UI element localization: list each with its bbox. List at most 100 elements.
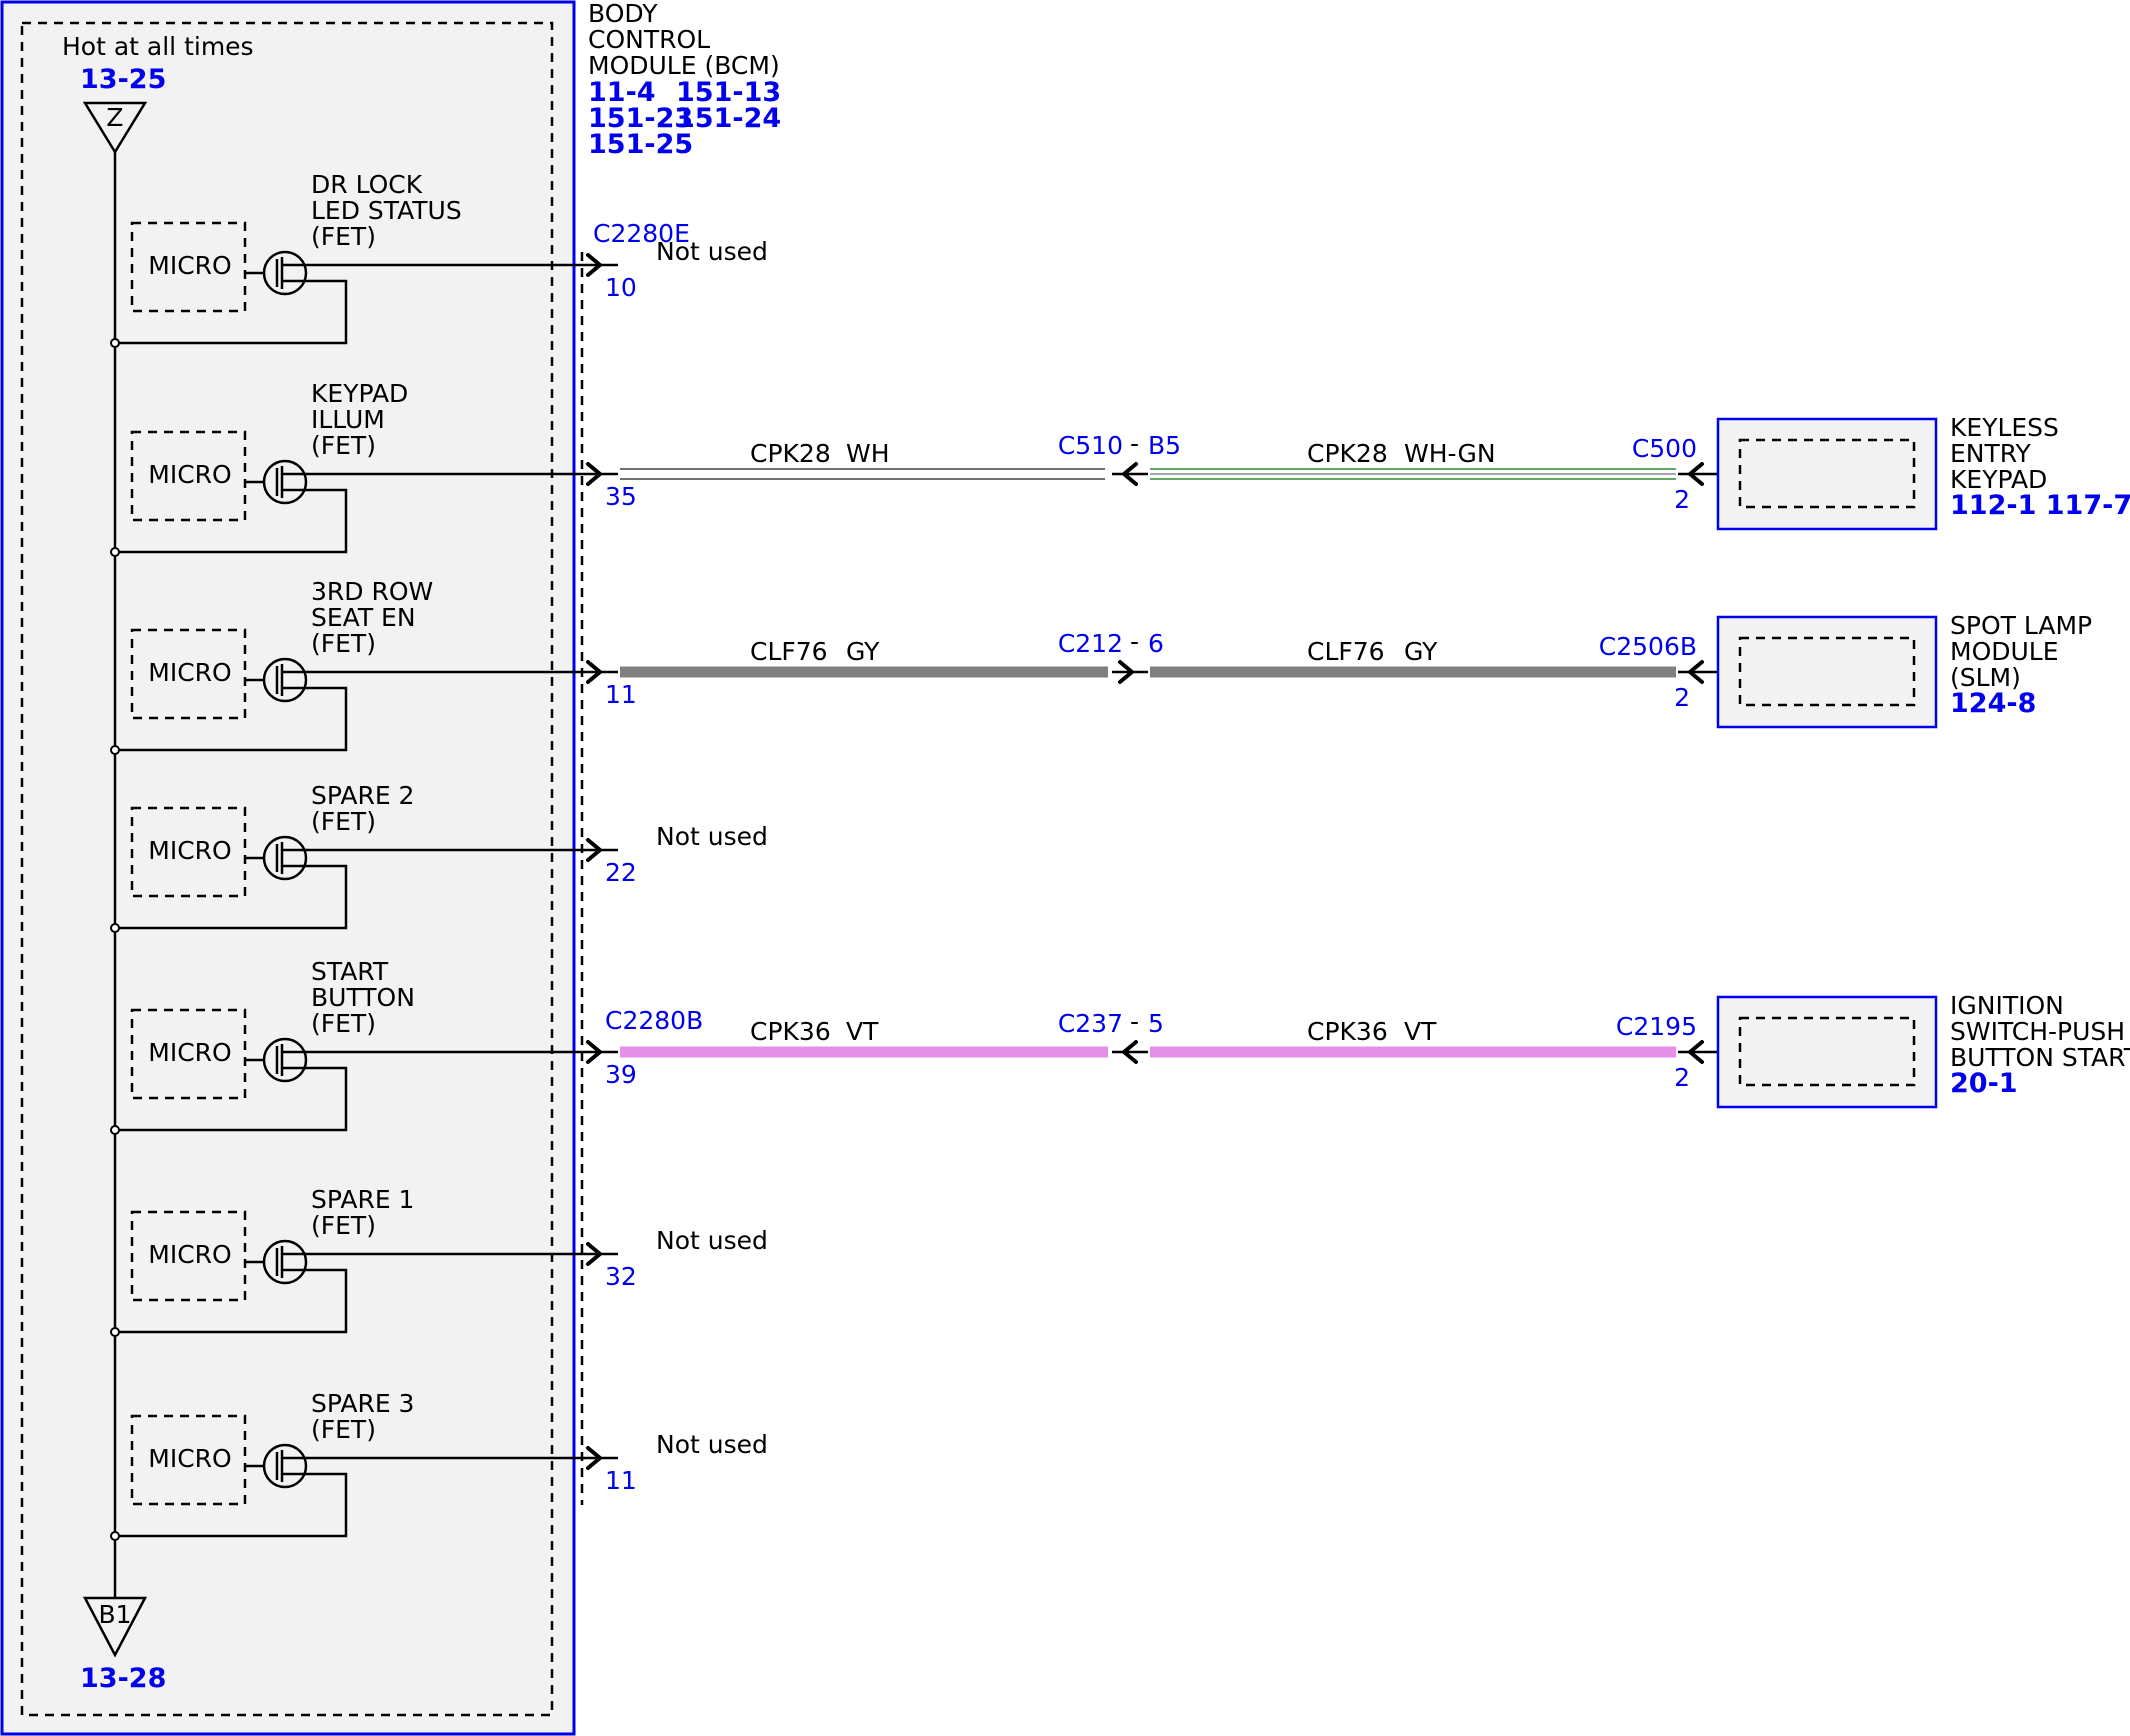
fet-symbol bbox=[262, 459, 308, 505]
ground-ref[interactable]: 13-28 bbox=[80, 1663, 166, 1694]
fet-symbol bbox=[262, 657, 308, 703]
not-used-label: Not used bbox=[656, 1226, 768, 1255]
inline-connector-id[interactable]: C212 bbox=[1058, 629, 1123, 658]
driver-label-line: (FET) bbox=[311, 222, 376, 251]
power-ref[interactable]: 13-25 bbox=[80, 64, 166, 95]
bcm-ref-3[interactable]: 151-23 bbox=[588, 103, 693, 134]
device-inner-dashed-box bbox=[1738, 438, 1916, 509]
wire-2-circuit: CPK36 bbox=[1307, 1017, 1388, 1046]
fet-symbol bbox=[262, 250, 308, 296]
bus-junction bbox=[110, 923, 120, 933]
wire-2-circuit: CLF76 bbox=[1307, 637, 1385, 666]
driver-label-line: (FET) bbox=[311, 629, 376, 658]
far-connector-pin: 2 bbox=[1674, 485, 1690, 514]
micro-label: MICRO bbox=[148, 1240, 231, 1269]
bus-junction bbox=[110, 1531, 120, 1541]
device-name-line: MODULE bbox=[1950, 637, 2059, 666]
fet-source-lead bbox=[115, 1472, 348, 1538]
driver-label-line: (FET) bbox=[311, 1009, 376, 1038]
bcm-title-line-1: BODY bbox=[588, 0, 658, 28]
micro-label: MICRO bbox=[148, 460, 231, 489]
far-connector-id[interactable]: C500 bbox=[1632, 434, 1697, 463]
micro-label: MICRO bbox=[148, 1444, 231, 1473]
bus-junction bbox=[110, 1327, 120, 1337]
micro-box bbox=[130, 1008, 247, 1100]
wire-2-color: GY bbox=[1404, 637, 1438, 666]
bcm-pin-number: 11 bbox=[605, 680, 637, 709]
inline-connector-dash: - bbox=[1130, 429, 1139, 458]
inline-connector-id[interactable]: C237 bbox=[1058, 1009, 1123, 1038]
far-connector-id[interactable]: C2506B bbox=[1599, 632, 1697, 661]
driver-label-line: (FET) bbox=[311, 1415, 376, 1444]
driver-label-line: START bbox=[311, 957, 389, 986]
bcm-pin-number: 10 bbox=[605, 273, 637, 302]
fet-symbol bbox=[262, 1239, 308, 1285]
driver-label-line: BUTTON bbox=[311, 983, 415, 1012]
device-inner-dashed-box bbox=[1738, 1016, 1916, 1087]
bcm-inner-dashed-box bbox=[20, 21, 554, 1717]
device-ref[interactable]: 20-1 bbox=[1950, 1068, 2018, 1099]
wire-1-circuit: CPK28 bbox=[750, 439, 831, 468]
wire-1-circuit: CLF76 bbox=[750, 637, 828, 666]
power-node-label: Z bbox=[106, 103, 123, 132]
driver-label-line: SEAT EN bbox=[311, 603, 416, 632]
not-used-label: Not used bbox=[656, 237, 768, 266]
bcm-title-line-2: CONTROL bbox=[588, 25, 710, 54]
device-ref[interactable]: 124-8 bbox=[1950, 688, 2036, 719]
circuit-row: KEYPAD ILLUM(FET) MICRO 35 CPK28 WH CPK28 WH-GN… bbox=[110, 379, 2130, 557]
far-connector-id[interactable]: C2195 bbox=[1616, 1012, 1697, 1041]
fet-symbol bbox=[262, 1037, 308, 1083]
driver-label-line: (FET) bbox=[311, 807, 376, 836]
bus-junction bbox=[110, 547, 120, 557]
inline-connector-pin: B5 bbox=[1148, 431, 1181, 460]
device-ref[interactable]: 112-1 117-7 bbox=[1950, 490, 2130, 521]
fet-source-lead bbox=[115, 279, 348, 345]
device-box bbox=[1716, 417, 1938, 531]
wire-2-color: WH-GN bbox=[1404, 439, 1496, 468]
bcm-connector-id[interactable]: C2280E bbox=[593, 219, 690, 248]
inline-connector-id[interactable]: C510 bbox=[1058, 431, 1123, 460]
not-used-label: Not used bbox=[656, 822, 768, 851]
device-name-line: IGNITION bbox=[1950, 991, 2064, 1020]
micro-box bbox=[130, 806, 247, 898]
driver-label-line: ILLUM bbox=[311, 405, 385, 434]
bcm-ref-1[interactable]: 11-4 bbox=[588, 77, 656, 108]
driver-label-line: (FET) bbox=[311, 431, 376, 460]
bcm-connector-id[interactable]: C2280B bbox=[605, 1006, 703, 1035]
wire-1-color: WH bbox=[846, 439, 890, 468]
bcm-ref-5[interactable]: 151-25 bbox=[588, 129, 693, 160]
inline-connector-dash: - bbox=[1130, 1007, 1139, 1036]
bcm-ref-4[interactable]: 151-24 bbox=[676, 103, 781, 134]
fet-source-lead bbox=[115, 686, 348, 752]
micro-box bbox=[130, 221, 247, 313]
bus-junction bbox=[110, 745, 120, 755]
wire-1-color: VT bbox=[846, 1017, 879, 1046]
micro-label: MICRO bbox=[148, 836, 231, 865]
far-connector-pin: 2 bbox=[1674, 683, 1690, 712]
bus-junction bbox=[110, 1125, 120, 1135]
driver-label-line: SPARE 1 bbox=[311, 1185, 414, 1214]
device-name-line: KEYPAD bbox=[1950, 465, 2047, 494]
wire-1-circuit: CPK36 bbox=[750, 1017, 831, 1046]
micro-label: MICRO bbox=[148, 251, 231, 280]
far-connector-pin: 2 bbox=[1674, 1063, 1690, 1092]
device-name-line: SWITCH-PUSH bbox=[1950, 1017, 2125, 1046]
driver-label-line: LED STATUS bbox=[311, 196, 462, 225]
fet-symbol bbox=[262, 1443, 308, 1489]
fet-source-lead bbox=[115, 1066, 348, 1132]
driver-label-line: 3RD ROW bbox=[311, 577, 433, 606]
device-name-line: (SLM) bbox=[1950, 663, 2021, 692]
bcm-pin-number: 11 bbox=[605, 1466, 637, 1495]
bus-junction bbox=[110, 338, 120, 348]
wire-2-circuit: CPK28 bbox=[1307, 439, 1388, 468]
bcm-ref-2[interactable]: 151-13 bbox=[676, 77, 781, 108]
micro-box bbox=[130, 430, 247, 522]
fet-source-lead bbox=[115, 1268, 348, 1334]
bcm-pin-number: 35 bbox=[605, 482, 637, 511]
